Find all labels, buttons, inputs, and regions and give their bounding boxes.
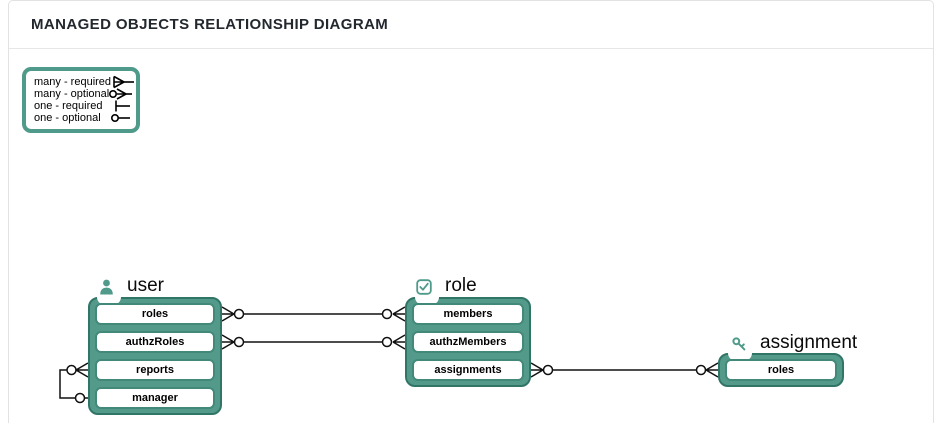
entity-header-role[interactable]: role	[416, 276, 477, 296]
one-required-icon	[115, 100, 130, 112]
entity-name: assignment	[760, 332, 858, 353]
entity-user: roles authzRoles reports manager	[88, 297, 222, 415]
entity-header-assignment[interactable]: assignment	[731, 333, 857, 353]
legend-label: one - required	[34, 100, 103, 112]
legend-row-many-optional: many - optional	[34, 88, 133, 100]
property-row[interactable]: authzMembers	[412, 331, 524, 353]
entity-role: members authzMembers assignments	[405, 297, 531, 387]
legend-row-many-required: many - required	[34, 75, 135, 89]
property-row[interactable]: manager	[95, 387, 215, 409]
entity-notch	[415, 297, 439, 305]
many-optional-icon	[109, 88, 133, 100]
property-row[interactable]: members	[412, 303, 524, 325]
card-header: MANAGED OBJECTS RELATIONSHIP DIAGRAM	[9, 1, 933, 49]
person-icon	[100, 279, 113, 295]
property-row[interactable]: authzRoles	[95, 331, 215, 353]
entity-notch	[728, 353, 752, 361]
entity-header-user[interactable]: user	[99, 276, 164, 296]
legend-row-one-required: one - required	[34, 100, 131, 112]
many-required-icon	[113, 75, 135, 89]
entity-name: role	[445, 275, 477, 296]
property-row[interactable]: roles	[725, 359, 837, 381]
legend-label: many - required	[34, 76, 112, 88]
key-icon	[732, 337, 746, 351]
page-title: MANAGED OBJECTS RELATIONSHIP DIAGRAM	[31, 16, 389, 33]
legend-label: one - optional	[34, 112, 101, 124]
entity-name: user	[127, 275, 164, 296]
property-row[interactable]: roles	[95, 303, 215, 325]
property-row[interactable]: assignments	[412, 359, 524, 381]
entity-notch	[97, 297, 121, 305]
one-optional-icon	[111, 113, 130, 123]
legend-label: many - optional	[34, 88, 110, 100]
check-square-icon	[416, 279, 432, 295]
property-row[interactable]: reports	[95, 359, 215, 381]
legend-row-one-optional: one - optional	[34, 112, 131, 124]
crows-foot-legend: many - required many - optional one - re…	[22, 67, 140, 133]
entity-assignment: roles	[718, 353, 844, 387]
